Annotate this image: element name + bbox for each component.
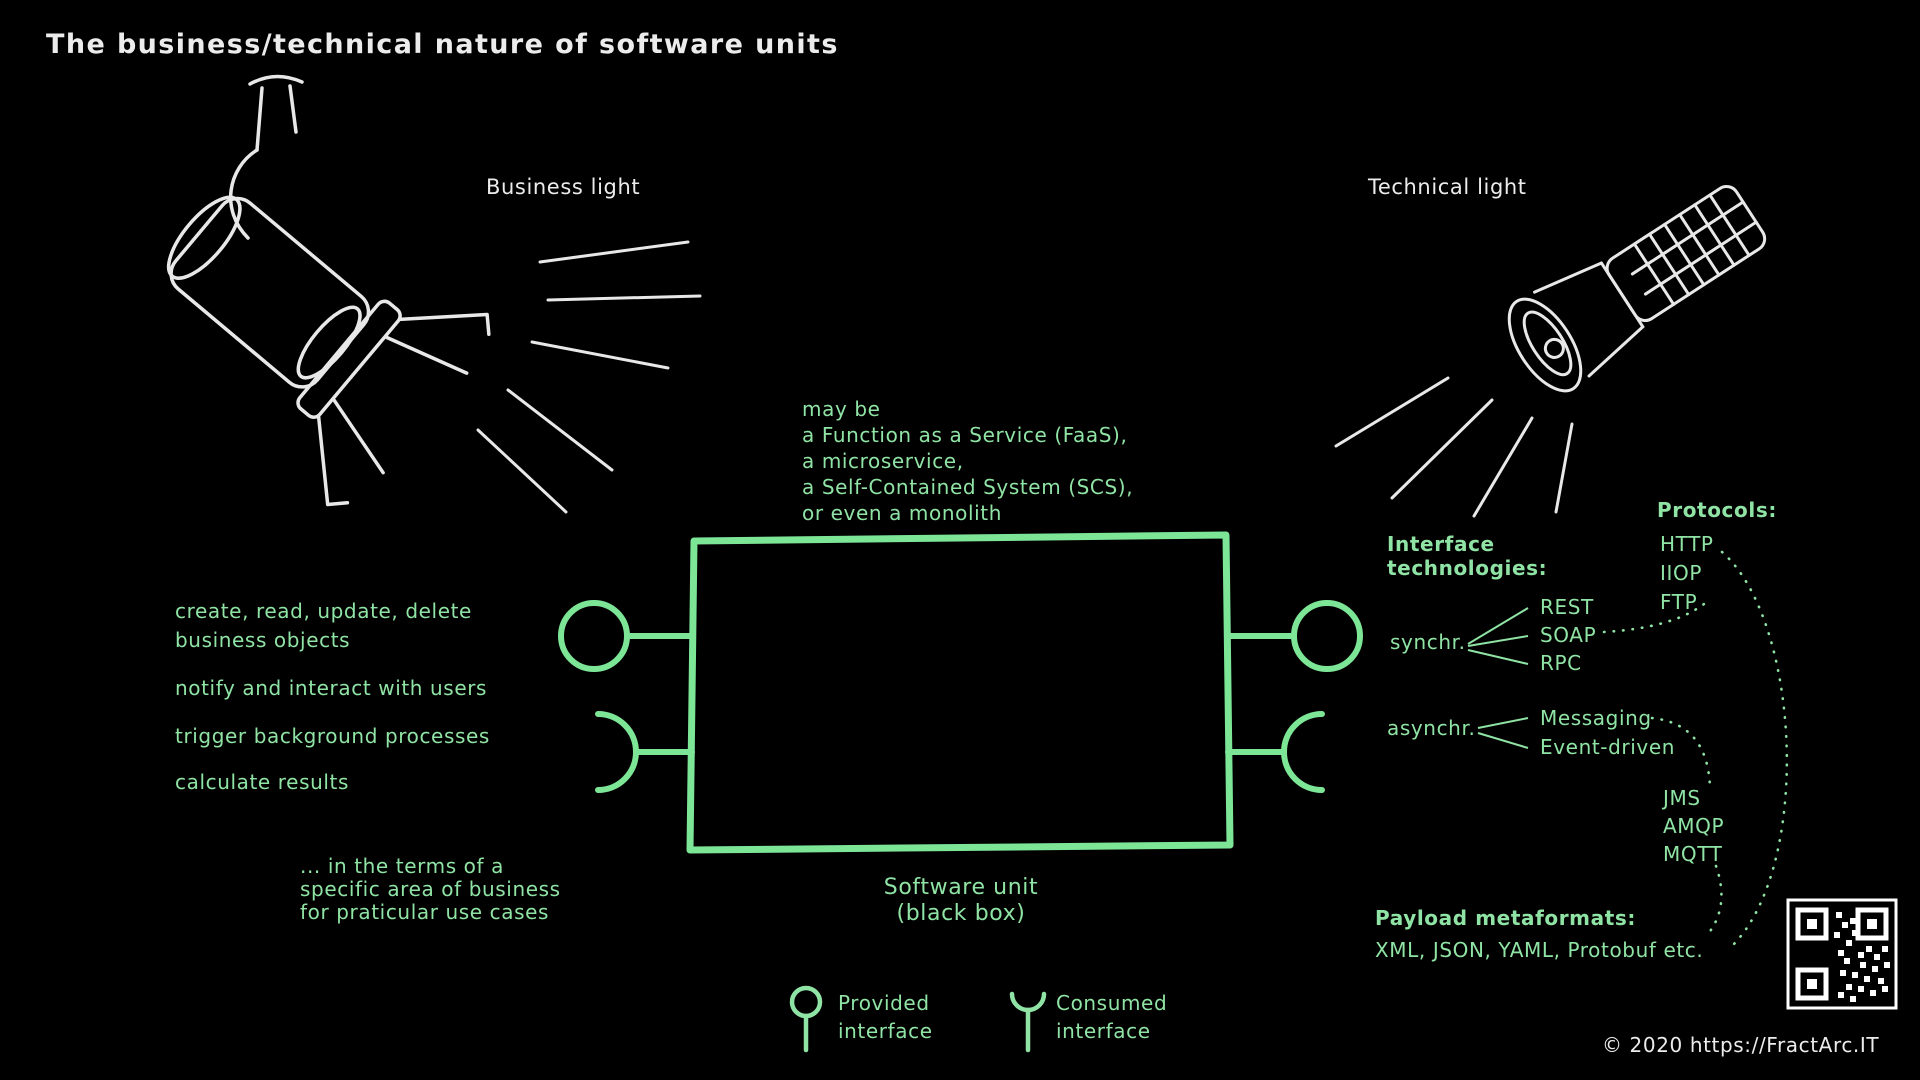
capability-line: calculate results xyxy=(175,770,349,794)
http-label: HTTP xyxy=(1660,532,1714,556)
provided-interface-legend-label: Provided xyxy=(838,991,930,1015)
soap-label: SOAP xyxy=(1540,623,1597,647)
jms-label: JMS xyxy=(1663,786,1701,810)
consumed-interface-symbol-right xyxy=(1225,711,1325,793)
dotted-connectors xyxy=(1602,550,1789,946)
technical-light-icon xyxy=(1507,185,1767,393)
rest-label: REST xyxy=(1540,595,1594,619)
business-light-icon xyxy=(166,74,491,507)
asynchr-label: asynchr. xyxy=(1387,716,1476,740)
consumed-interface-legend-icon xyxy=(1009,991,1047,1053)
event-driven-label: Event-driven xyxy=(1540,735,1676,759)
capability-line: create, read, update, delete xyxy=(175,599,472,623)
capability-line: business objects xyxy=(175,628,351,652)
may-be-line: a Function as a Service (FaaS), xyxy=(802,423,1128,447)
technical-light-label: Technical light xyxy=(1368,175,1527,199)
technical-light-rays xyxy=(1334,376,1574,518)
business-note-line: specific area of business xyxy=(300,877,561,901)
interface-technologies-heading: technologies: xyxy=(1387,556,1548,580)
consumed-interface-legend-label: Consumed xyxy=(1056,991,1168,1015)
asynchr-branch-lines xyxy=(1477,717,1529,749)
amqp-label: AMQP xyxy=(1663,814,1725,838)
provided-interface-legend-icon xyxy=(789,985,823,1053)
capability-line: notify and interact with users xyxy=(175,676,488,700)
provided-interface-symbol-left xyxy=(558,600,695,672)
business-light-rays xyxy=(476,240,702,514)
may-be-line: a microservice, xyxy=(802,449,964,473)
copyright-text: © 2020 https://FractArc.IT xyxy=(1602,1033,1880,1057)
interface-technologies-heading: Interface xyxy=(1387,532,1495,556)
may-be-line: a Self-Contained System (SCS), xyxy=(802,475,1134,499)
business-light-label: Business light xyxy=(486,175,641,199)
consumed-interface-symbol-left xyxy=(595,711,695,793)
page-title: The business/technical nature of softwar… xyxy=(46,29,839,60)
provided-interface-symbol-right xyxy=(1225,600,1363,672)
capability-line: trigger background processes xyxy=(175,724,490,748)
payload-metaformats-heading: Payload metaformats: xyxy=(1375,906,1636,930)
rpc-label: RPC xyxy=(1540,651,1582,675)
iiop-label: IIOP xyxy=(1660,561,1702,585)
software-unit-sublabel: (black box) xyxy=(896,901,1026,926)
business-note-line: ... in the terms of a xyxy=(300,854,504,878)
consumed-interface-legend-label: interface xyxy=(1056,1019,1151,1043)
synchr-branch-lines xyxy=(1467,607,1529,665)
software-unit-box xyxy=(686,531,1234,854)
provided-interface-legend-label: interface xyxy=(838,1019,933,1043)
may-be-line: or even a monolith xyxy=(802,501,1002,525)
mqtt-label: MQTT xyxy=(1663,842,1723,866)
business-note-line: for praticular use cases xyxy=(300,900,550,924)
payload-metaformats-line: XML, JSON, YAML, Protobuf etc. xyxy=(1375,938,1704,962)
protocols-heading: Protocols: xyxy=(1657,498,1777,522)
synchr-label: synchr. xyxy=(1390,630,1466,654)
ftp-label: FTP xyxy=(1660,590,1698,614)
messaging-label: Messaging xyxy=(1540,706,1652,730)
qr-code xyxy=(1786,898,1898,1010)
may-be-line: may be xyxy=(802,397,881,421)
software-unit-label: Software unit xyxy=(883,875,1039,900)
